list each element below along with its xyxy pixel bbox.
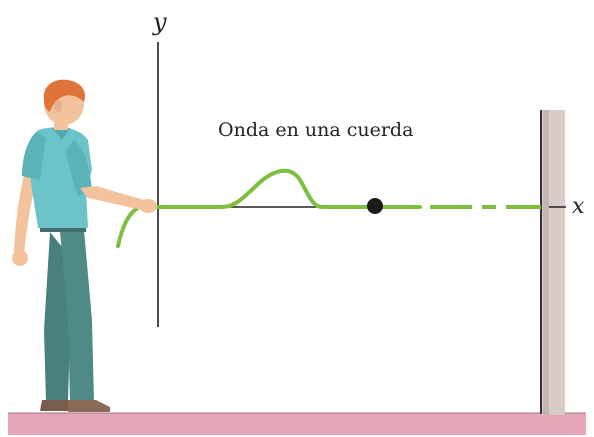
- person-back-hand: [12, 250, 28, 266]
- y-axis-label: y: [152, 8, 167, 36]
- person-hair: [43, 79, 86, 112]
- person: [12, 79, 157, 412]
- person-back-sleeve: [22, 132, 46, 180]
- person-collar: [52, 128, 70, 140]
- person-front-sleeve: [66, 140, 92, 196]
- person-front-shoe: [68, 400, 110, 412]
- wall-shadow: [543, 110, 549, 415]
- person-front-leg: [60, 230, 94, 402]
- person-front-hand: [139, 199, 157, 213]
- wave-label: Onda en una cuerda: [218, 119, 413, 141]
- string-point-marker: [367, 198, 383, 214]
- x-axis-label: x: [572, 194, 585, 219]
- person-front-arm: [80, 186, 144, 210]
- string-hand-curve: [116, 205, 160, 248]
- person-back-shoe: [40, 400, 72, 411]
- floor: [8, 413, 586, 435]
- string-pulse: [156, 168, 422, 209]
- person-ear: [54, 100, 62, 112]
